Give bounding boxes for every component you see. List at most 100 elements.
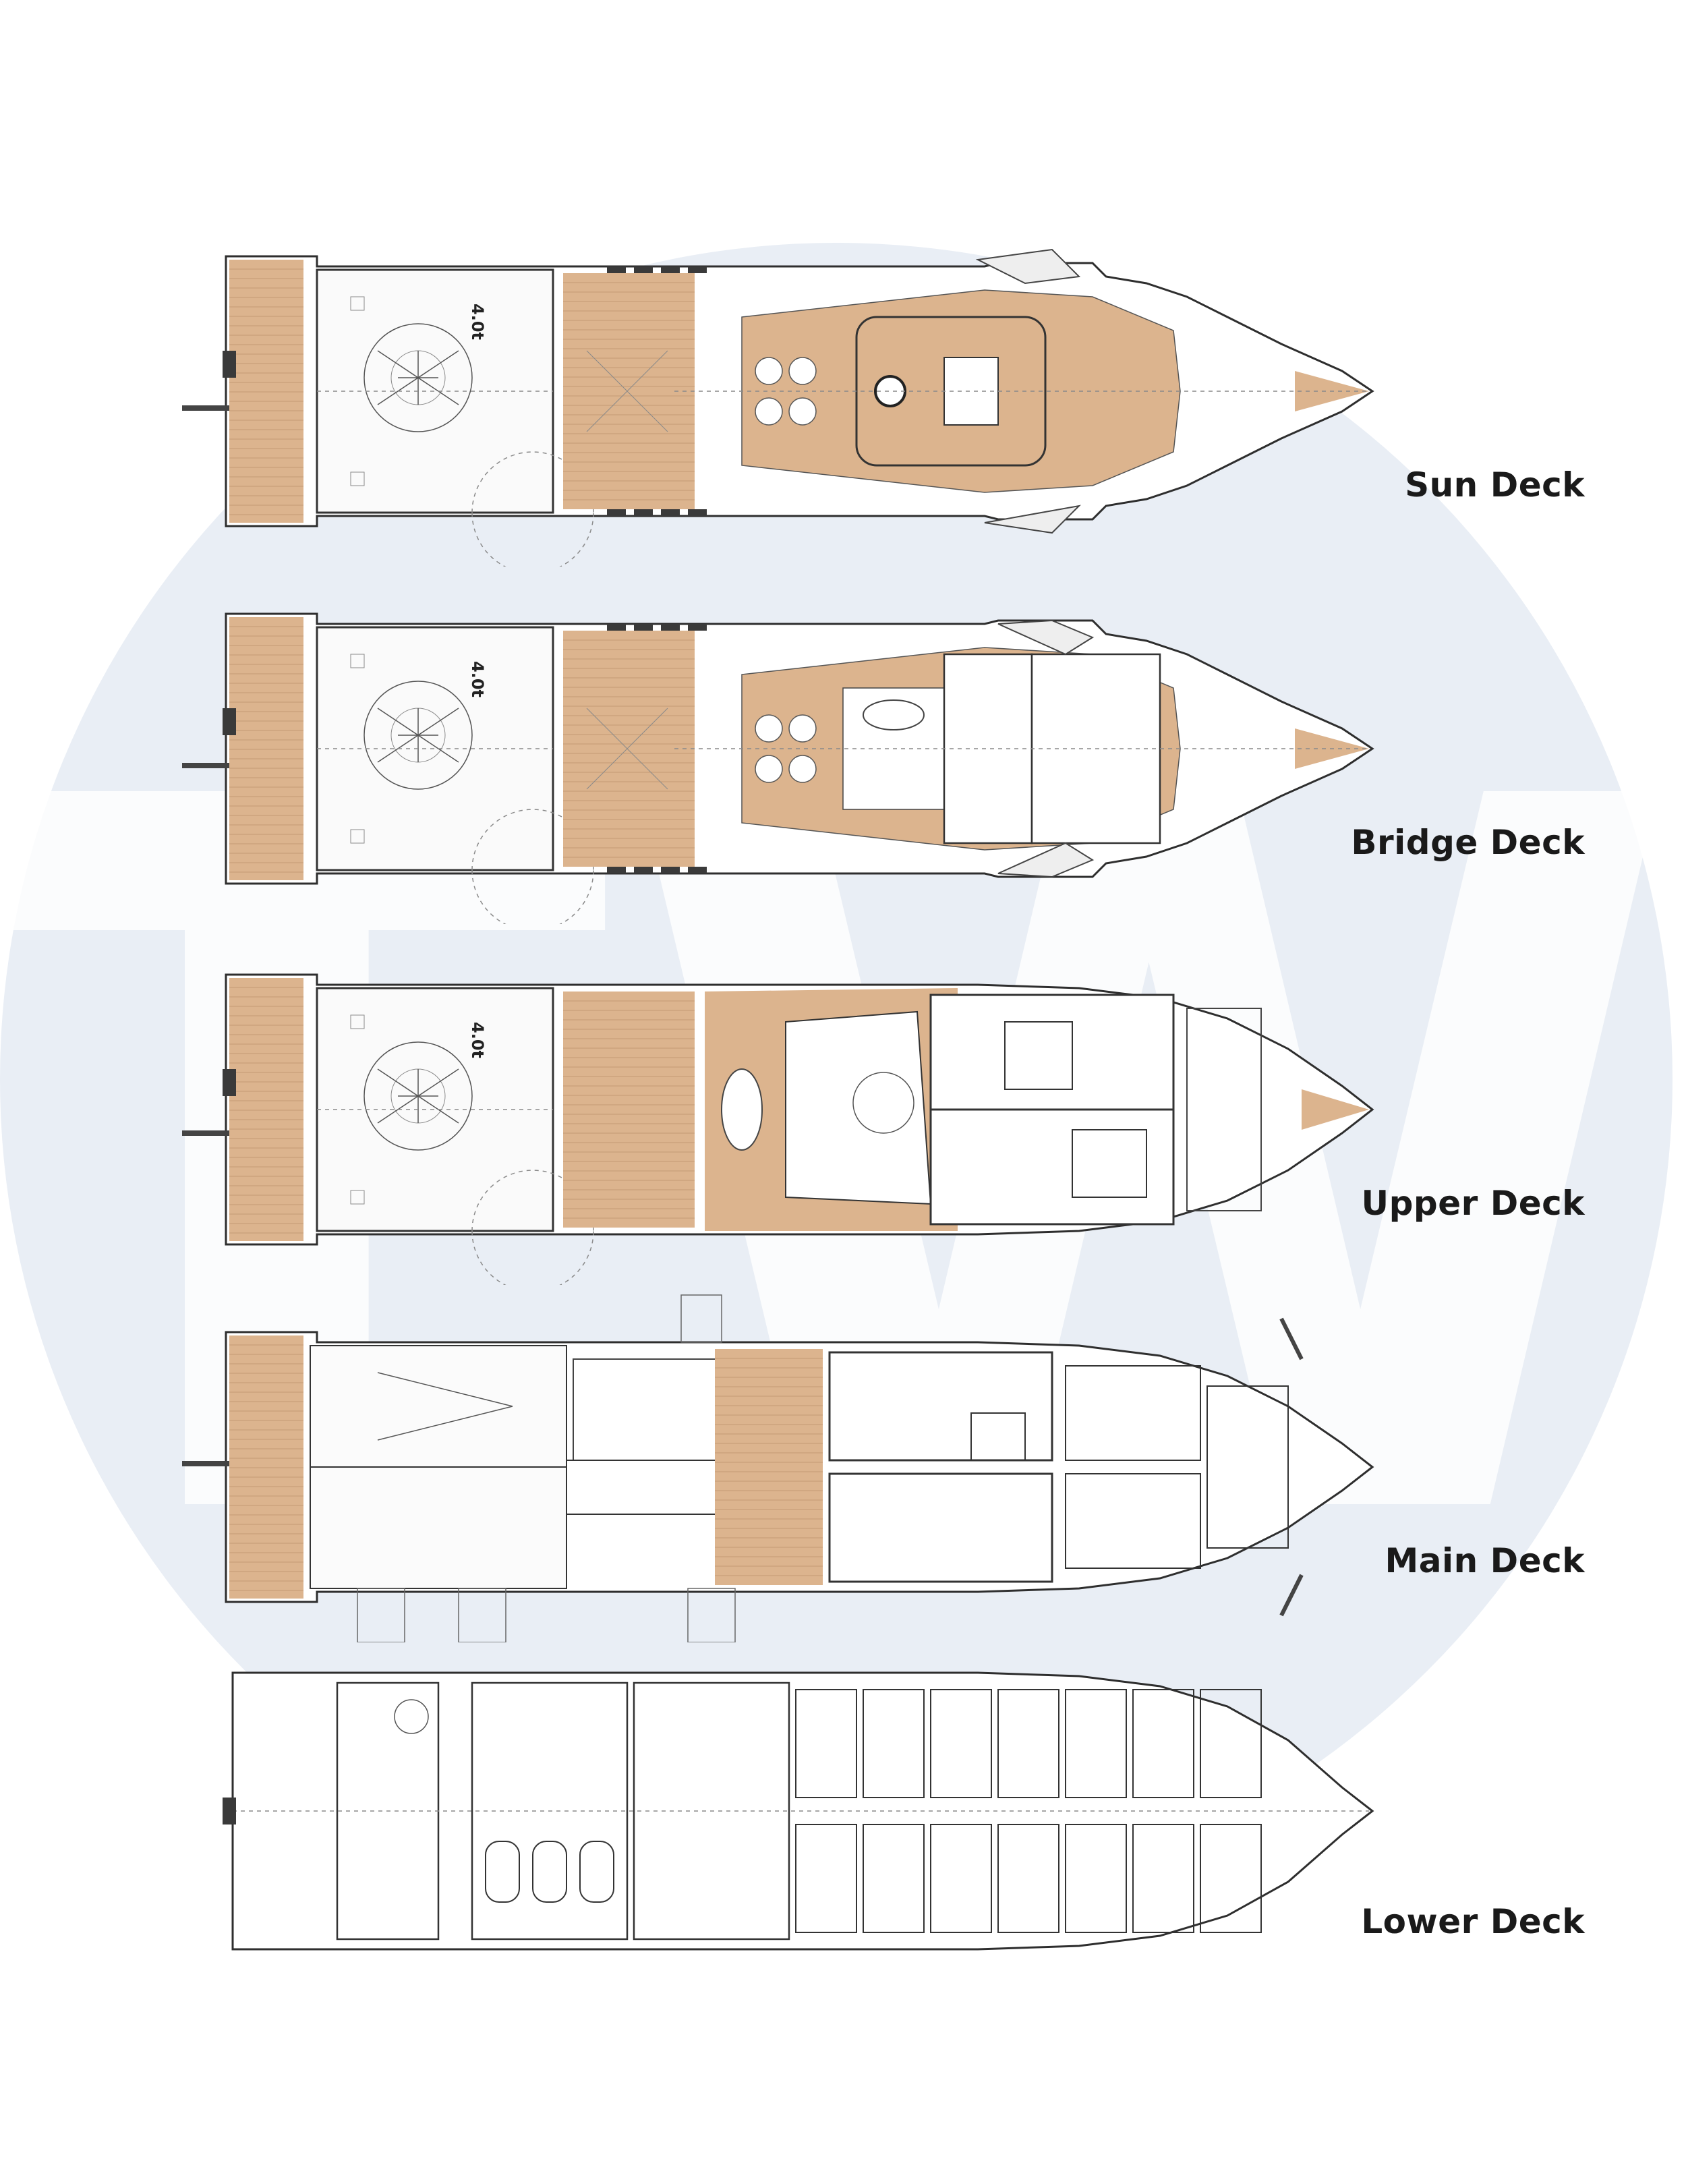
aft-teak-platform [229,260,303,523]
rail-seat [634,266,653,273]
rail-seat [634,624,653,631]
stairwell [970,1412,1026,1461]
boarding-platform [687,1588,736,1642]
guest-cabin [1065,1365,1201,1461]
lounge-pod [788,755,817,783]
deck-drawing [223,1671,1374,1951]
crew-cabin [1132,1824,1194,1933]
upper-deck-plan: 4.0t [182,973,1374,1285]
deck-label-main: Main Deck [1385,1541,1585,1580]
helipad-marker [350,1190,365,1205]
deck-drawing: 4.0t [182,248,1374,567]
stern-bollard [223,1069,236,1096]
rail-seat [688,266,707,273]
main-salon [785,1010,932,1205]
crew-cabin [1132,1689,1194,1798]
midship-teak-deck [563,992,695,1228]
rail-seat [607,509,626,516]
deck-drawing: 4.0t [182,973,1374,1285]
davit-swing-arc [471,1230,594,1285]
rail-seat [634,867,653,873]
lounge-pod [755,755,783,783]
crew-cabin [795,1689,857,1798]
crew-cabin [930,1689,992,1798]
tender-garage [310,1345,567,1468]
jet-ski [485,1841,520,1903]
lower-deck-plan [223,1671,1374,1951]
crew-cabin [1065,1824,1127,1933]
deck-drawing [182,1294,1374,1642]
lounge-pod [788,714,817,743]
helipad-circle [364,1041,473,1151]
helicopter-silhouette [377,708,459,763]
anchor-arm [1279,1317,1304,1360]
helipad-marker [350,654,365,668]
lounge-pod [788,397,817,426]
forward-lounge [1186,1008,1262,1211]
rail-seat [688,509,707,516]
rail-seat [688,624,707,631]
guest-cabin [828,1351,1053,1462]
jet-ski [532,1841,567,1903]
boarding-platform [680,1294,722,1343]
lounge-pod [755,397,783,426]
tank [394,1699,429,1734]
helipad-circle [364,681,473,790]
crew-mess [1207,1385,1289,1549]
rail-seat [661,867,680,873]
rail-seat [688,867,707,873]
crew-cabin [795,1824,857,1933]
helipad-marker [350,296,365,311]
toy-storage [310,1466,567,1589]
crew-cabin [997,1689,1059,1798]
technical-space [633,1682,790,1941]
crew-cabin [997,1824,1059,1933]
forward-deck-outline [741,289,1181,493]
deck-drawing: 4.0t [182,612,1374,924]
davit-swing-arc [471,869,594,924]
helipad-marker [350,471,365,486]
crew-cabin [930,1824,992,1933]
dining-table [721,1068,763,1151]
forward-deck-outline [741,647,1181,851]
jet-ski [579,1841,614,1903]
boarding-platform [357,1588,405,1642]
deck-label-lower: Lower Deck [1361,1902,1585,1941]
crane-outline [586,708,668,790]
stern-bollard [223,708,236,735]
helipad-marker [350,1014,365,1029]
lounge-pod [788,357,817,385]
helipad-load-label: 4.0t [468,304,487,340]
deck-main: Main Deck [0,1292,1686,1642]
guest-cabin [828,1472,1053,1583]
crew-cabin [863,1689,925,1798]
deck-label-sun: Sun Deck [1405,465,1585,505]
main-deck-plan [182,1294,1374,1642]
crane-outline [586,350,668,432]
deck-label-bridge: Bridge Deck [1351,823,1585,862]
bridge-wing [997,619,1095,656]
rail-seat [661,266,680,273]
helicopter-silhouette [377,350,459,405]
dining-table [863,699,925,730]
midship-teak-deck [563,631,695,867]
radar-mast [975,248,1081,285]
crew-cabin [1200,1689,1262,1798]
rail-seat [661,509,680,516]
crew-cabin [1200,1824,1262,1933]
stern-bollard [223,351,236,378]
sun-deck-plan: 4.0t [182,248,1374,567]
helipad-load-label: 4.0t [468,661,487,697]
bridge-deck-plan: 4.0t [182,612,1374,924]
crew-cabin [863,1824,925,1933]
aft-teak-platform [229,1335,303,1599]
deck-label-upper: Upper Deck [1361,1184,1585,1223]
stern-bollard [223,1798,236,1824]
rail-seat [607,867,626,873]
rail-seat [661,624,680,631]
anchor-arm [1279,1574,1304,1617]
aft-teak-platform [229,978,303,1241]
guest-cabin [1065,1473,1201,1569]
salon-round-table [852,1072,914,1134]
